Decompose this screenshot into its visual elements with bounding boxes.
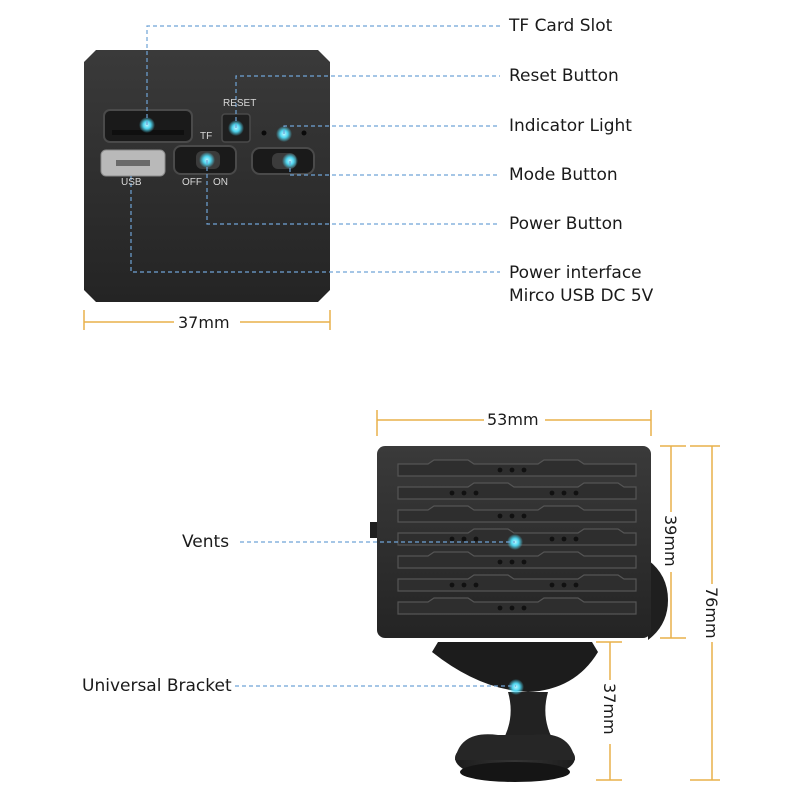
vent-rib <box>397 505 637 523</box>
vent-hole <box>509 559 515 565</box>
usb-text: USB <box>121 177 142 188</box>
label-tf-card-slot: TF Card Slot <box>509 16 613 36</box>
vent-hole <box>573 536 579 542</box>
label-power-interface-spec: Mirco USB DC 5V <box>509 286 654 306</box>
label-universal-bracket: Universal Bracket <box>82 676 232 696</box>
front-height-text: 39mm <box>661 515 680 567</box>
vent-hole <box>561 536 567 542</box>
vent-hole <box>549 582 555 588</box>
vent-hole <box>497 559 503 565</box>
vent-hole <box>473 582 479 588</box>
vent-hole <box>561 490 567 496</box>
bracket-height-dimension <box>596 641 622 781</box>
vent-hole <box>573 490 579 496</box>
total-height-text: 76mm <box>702 587 721 639</box>
vent-hole <box>461 490 467 496</box>
on-text: ON <box>213 177 228 188</box>
vent-hole <box>573 582 579 588</box>
vent-hole <box>521 467 527 473</box>
bracket-highlight <box>508 679 524 695</box>
vent-rib <box>397 597 637 615</box>
vent-hole <box>461 582 467 588</box>
vent-hole <box>521 605 527 611</box>
label-mode-button: Mode Button <box>509 165 618 185</box>
vent-rib <box>397 551 637 569</box>
vent-hole <box>509 513 515 519</box>
back-view-leader-lines <box>130 25 500 273</box>
usb-port <box>100 149 166 177</box>
vent-hole <box>449 582 455 588</box>
vent-hole <box>521 559 527 565</box>
vent-hole <box>473 490 479 496</box>
vent-hole <box>549 490 555 496</box>
front-width-text: 53mm <box>487 410 539 429</box>
front-width-dimension <box>376 410 652 436</box>
vent-hole <box>461 536 467 542</box>
indicator-dot-left <box>261 130 267 136</box>
tf-text: TF <box>200 131 213 142</box>
vent-hole <box>549 536 555 542</box>
label-vents: Vents <box>182 532 230 552</box>
universal-bracket <box>432 642 598 782</box>
vent-hole <box>497 513 503 519</box>
front-view-leader-lines <box>235 541 516 687</box>
off-text: OFF <box>182 177 202 188</box>
vent-hole <box>449 490 455 496</box>
label-reset-button: Reset Button <box>509 66 619 86</box>
vent-hole <box>561 582 567 588</box>
vent-hole <box>497 605 503 611</box>
back-width-text: 37mm <box>178 313 230 332</box>
reset-text: RESET <box>223 98 257 109</box>
vent-hole <box>521 513 527 519</box>
vent-hole <box>449 536 455 542</box>
vent-hole <box>473 536 479 542</box>
label-indicator-light: Indicator Light <box>509 116 632 136</box>
vent-rib <box>397 459 637 477</box>
vent-hole <box>497 467 503 473</box>
back-width-dimension <box>83 310 331 330</box>
indicator-dot-right <box>301 130 307 136</box>
total-height-dimension <box>690 445 720 781</box>
front-height-dimension <box>660 445 686 639</box>
vent-hole <box>509 605 515 611</box>
bracket-height-text: 37mm <box>600 683 619 735</box>
label-power-button: Power Button <box>509 214 623 234</box>
label-power-interface: Power interface <box>509 263 642 283</box>
vent-hole <box>509 467 515 473</box>
